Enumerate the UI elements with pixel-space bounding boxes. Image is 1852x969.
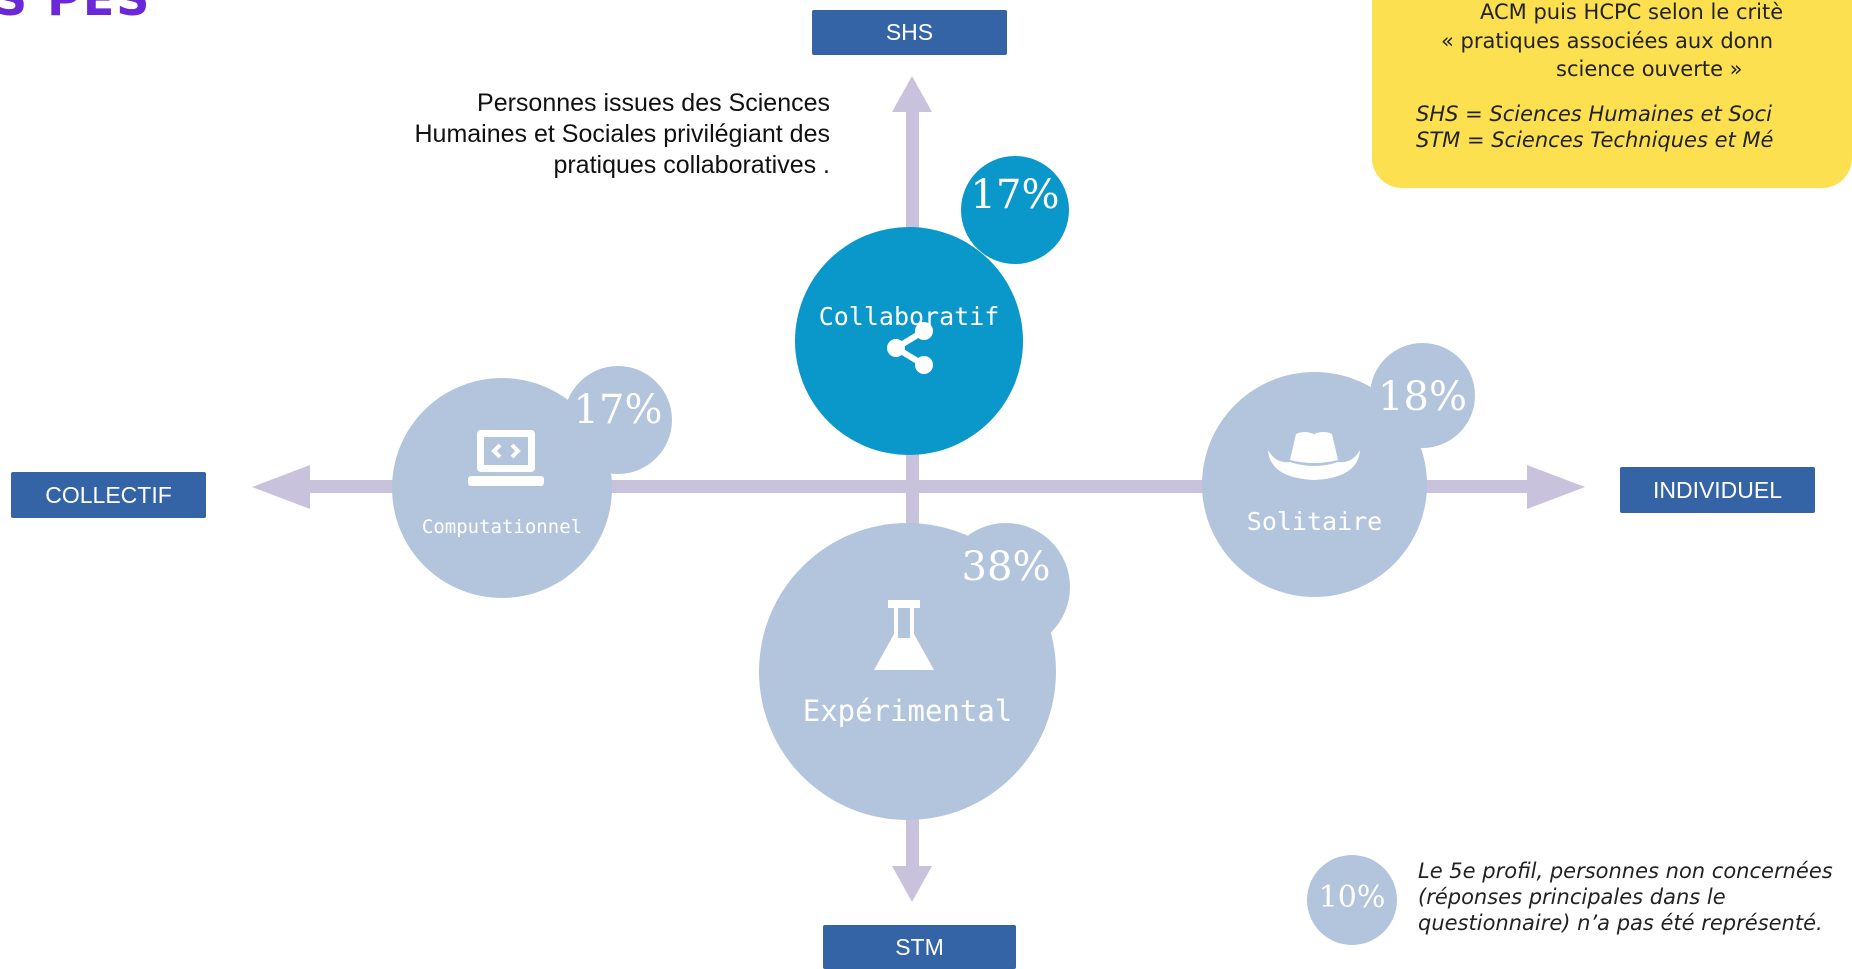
axis-label-stm: STM <box>823 925 1016 969</box>
methodology-note <box>1372 0 1852 188</box>
note-line-shs: SHS = Sciences Humaines et Soci <box>1416 102 1772 126</box>
label-experimental: Expérimental <box>802 694 1013 728</box>
footnote-text: Le 5e profil, personnes non concernées (… <box>1418 859 1833 935</box>
flask-icon <box>874 600 934 670</box>
label-computationnel: Computationnel <box>421 516 583 538</box>
axis-label-collectif: COLLECTIF <box>11 472 206 518</box>
bottom-arrowhead <box>892 866 932 902</box>
note-line-2: « pratiques associées aux donn <box>1441 29 1774 53</box>
percent-unrepresented: 10% <box>1318 880 1386 915</box>
axis-label-individuel: INDIVIDUEL <box>1620 467 1815 513</box>
percent-solitaire: 18% <box>1378 374 1467 420</box>
bubble-collaboratif-percent <box>961 156 1069 264</box>
label-solitaire: Solitaire <box>1246 507 1383 536</box>
percent-collaboratif: 17% <box>970 172 1060 218</box>
top-arrowhead <box>892 76 932 112</box>
page-title-fragment: S PES <box>0 0 151 26</box>
axis-label-shs: SHS <box>812 10 1007 55</box>
note-line-1: ACM puis HCPC selon le critè <box>1480 0 1784 24</box>
note-line-stm: STM = Sciences Techniques et Mé <box>1416 128 1774 152</box>
bubble-experimental-percent <box>942 523 1070 651</box>
bubble-computationnel-percent <box>564 366 672 474</box>
cowboy-hat-icon <box>1268 432 1360 480</box>
right-arrowhead <box>1527 465 1585 509</box>
percent-experimental: 38% <box>961 544 1051 590</box>
share-icon <box>887 322 933 374</box>
note-line-3: science ouverte » <box>1556 57 1743 81</box>
collaboratif-description: Personnes issues des Sciences Humaines e… <box>414 89 831 179</box>
laptop-code-icon <box>468 430 544 486</box>
bubble-solitaire-percent <box>1370 343 1475 448</box>
left-arrowhead <box>252 465 310 509</box>
label-collaboratif: Collaboratif <box>818 302 1000 331</box>
percent-computationnel: 17% <box>573 387 663 433</box>
bubble-unrepresented <box>1307 855 1397 945</box>
